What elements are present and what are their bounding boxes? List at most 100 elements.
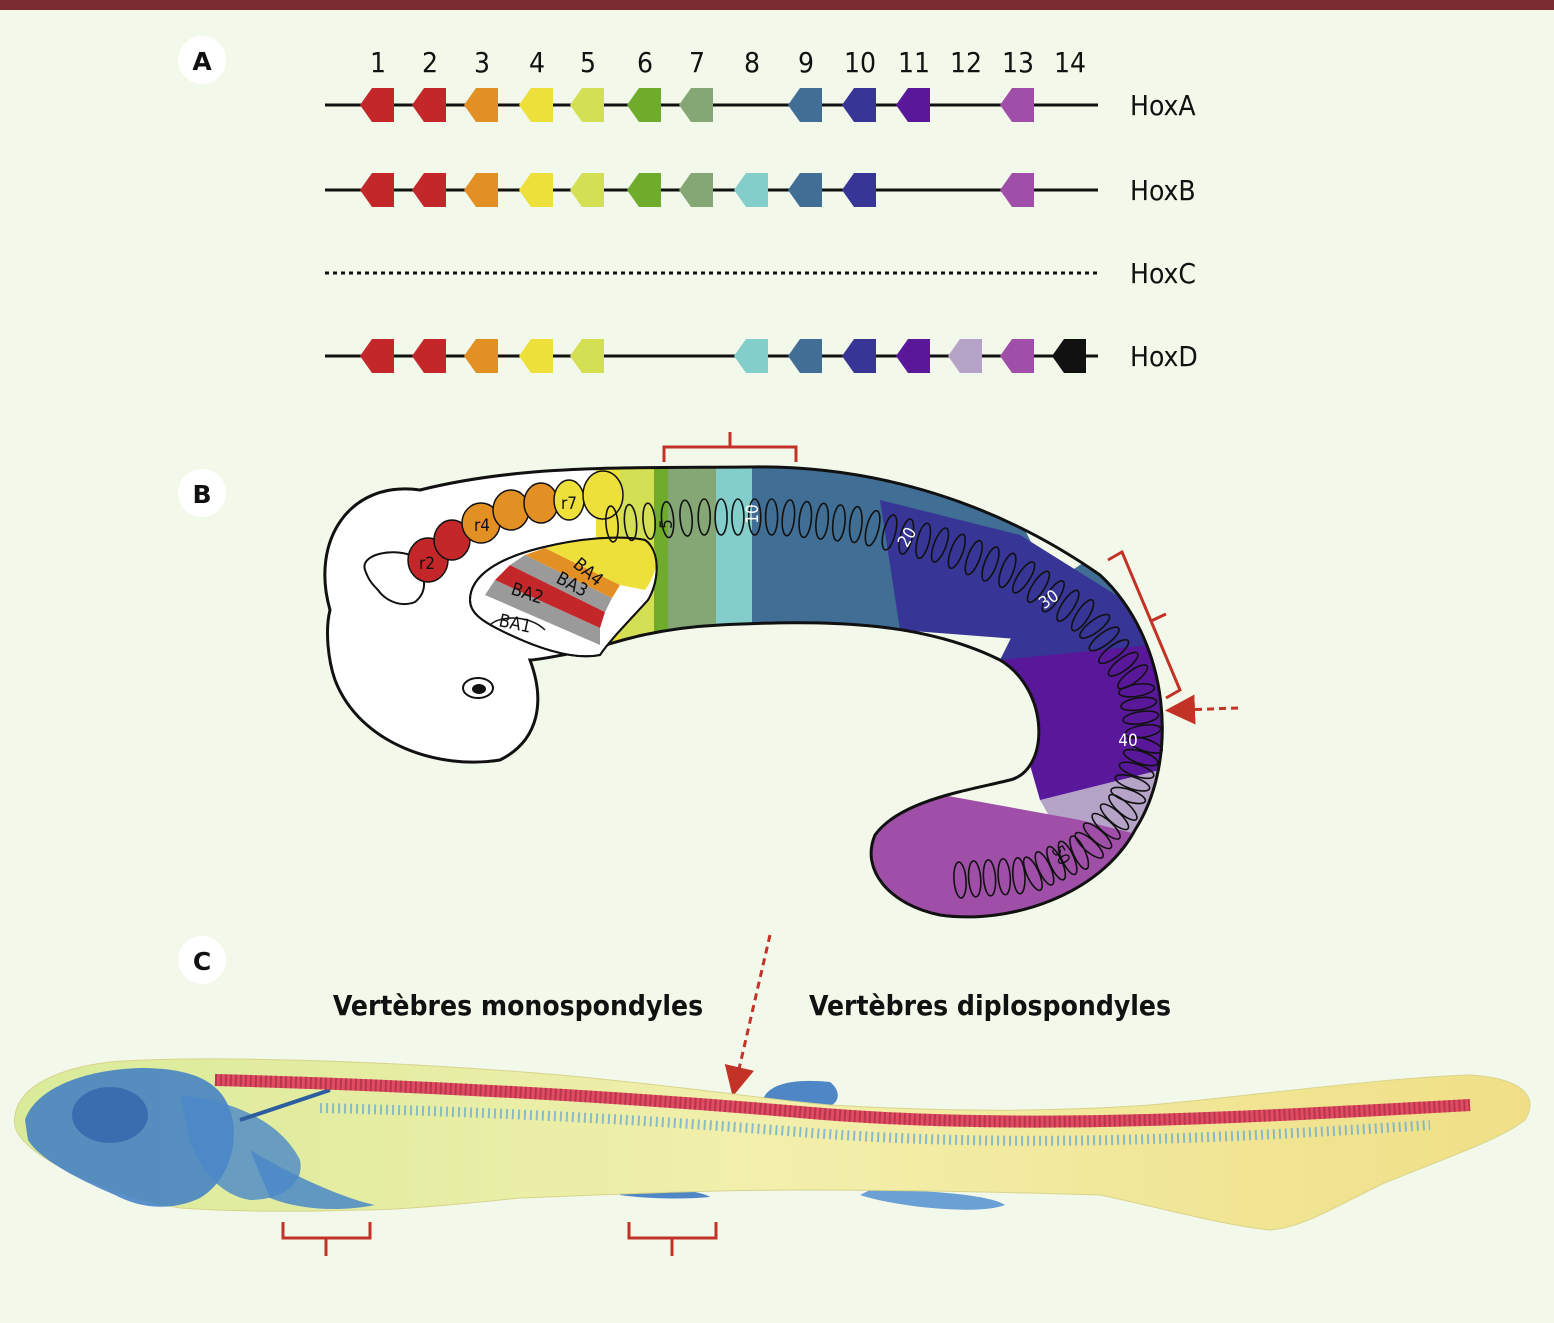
somites <box>605 498 1163 899</box>
gene-hoxa-13 <box>1000 88 1034 122</box>
somite <box>1127 736 1163 754</box>
gene-hoxd-9 <box>788 339 822 373</box>
gene-hoxd-12 <box>948 339 982 373</box>
somite <box>815 502 830 540</box>
somite <box>1079 613 1111 639</box>
gene-number-3: 3 <box>474 46 490 79</box>
gene-number-13: 13 <box>1002 46 1034 79</box>
somite <box>1056 589 1080 623</box>
somite <box>998 552 1017 589</box>
cluster-hoxd: HoxD <box>325 339 1198 373</box>
gene-hoxd-13 <box>1000 339 1034 373</box>
bracket-pectoral <box>281 1222 372 1256</box>
somite <box>1110 786 1147 805</box>
somite <box>731 498 745 536</box>
gene-hoxb-7 <box>679 173 713 207</box>
somite <box>1114 774 1151 792</box>
gene-hoxa-9 <box>788 88 822 122</box>
gene-hoxd-1 <box>360 339 394 373</box>
panel-label-b: B <box>178 469 226 517</box>
gene-hoxd-3 <box>464 339 498 373</box>
gene-hoxb-3 <box>464 173 498 207</box>
cluster-hoxa: HoxA <box>325 88 1196 122</box>
gene-number-8: 8 <box>744 46 760 79</box>
gene-hoxb-2 <box>412 173 446 207</box>
cluster-hoxb: HoxB <box>325 173 1196 207</box>
somite <box>623 503 638 542</box>
somite <box>605 505 619 543</box>
somite <box>831 504 846 542</box>
somite <box>982 859 997 897</box>
label-rhombomere-r2: r2 <box>419 554 435 574</box>
gene-hoxa-10 <box>842 88 876 122</box>
somite <box>1011 857 1026 895</box>
rhombomere-5 <box>523 482 559 524</box>
somite <box>798 500 813 539</box>
panel-label-a: A <box>178 36 226 84</box>
somite <box>1122 710 1160 725</box>
somite <box>964 539 983 576</box>
cluster-label-hoxd: HoxD <box>1130 340 1198 373</box>
somite <box>714 498 728 536</box>
bracket-top <box>662 432 798 462</box>
gene-hoxa-2 <box>412 88 446 122</box>
somite <box>697 498 712 536</box>
svg-text:C: C <box>193 947 211 976</box>
cluster-label-hoxb: HoxB <box>1130 174 1196 207</box>
anal-fin <box>860 1190 1005 1210</box>
gene-number-14: 14 <box>1054 46 1086 79</box>
gene-hoxb-8 <box>734 173 768 207</box>
bracket-tail <box>1107 549 1182 700</box>
somite <box>930 527 950 563</box>
somite <box>1120 696 1158 712</box>
gene-hoxd-2 <box>412 339 446 373</box>
gene-hoxb-6 <box>627 173 661 207</box>
somite <box>1117 682 1156 698</box>
gene-number-10: 10 <box>844 46 876 79</box>
somite <box>660 500 675 539</box>
gene-hoxd-14 <box>1052 339 1086 373</box>
somite <box>898 518 915 555</box>
gene-number-5: 5 <box>580 46 596 79</box>
bracket-pelvic <box>627 1222 718 1256</box>
label-diplospondyly: Vertèbres diplospondyles <box>809 989 1171 1022</box>
somite <box>642 502 657 540</box>
gene-hoxa-6 <box>627 88 661 122</box>
rhombomere-7 <box>582 470 624 520</box>
somite <box>1026 570 1051 604</box>
somite <box>864 509 881 547</box>
somite <box>1116 664 1149 690</box>
svg-text:5: 5 <box>657 519 677 529</box>
somite <box>1118 761 1155 780</box>
somite <box>848 505 863 544</box>
gene-number-4: 4 <box>529 46 545 79</box>
gene-hoxa-4 <box>519 88 553 122</box>
rhombomere-4 <box>492 489 530 531</box>
arrow-vertebra-transition <box>724 934 772 1097</box>
somite <box>997 858 1012 896</box>
somite <box>1022 856 1043 892</box>
somite <box>1098 638 1130 665</box>
arrow-transition <box>1165 694 1239 725</box>
gene-number-9: 9 <box>798 46 814 79</box>
svg-text:10: 10 <box>743 504 763 523</box>
somite <box>1124 723 1162 739</box>
shark-specimen: Vertèbres monospondyles Vertèbres diplos… <box>13 934 1531 1256</box>
somite <box>967 860 982 898</box>
gene-hoxd-5 <box>570 339 604 373</box>
panel-label-c: C <box>178 936 226 984</box>
somite <box>1041 580 1065 613</box>
gene-hoxb-4 <box>519 173 553 207</box>
svg-text:A: A <box>192 47 212 76</box>
gene-hoxb-13 <box>1000 173 1034 207</box>
somite <box>981 546 1000 582</box>
somite <box>1011 561 1036 594</box>
gene-hoxb-1 <box>360 173 394 207</box>
branchial-arches: BA1 BA2 BA3 BA4 <box>468 536 658 658</box>
somite <box>881 514 898 551</box>
